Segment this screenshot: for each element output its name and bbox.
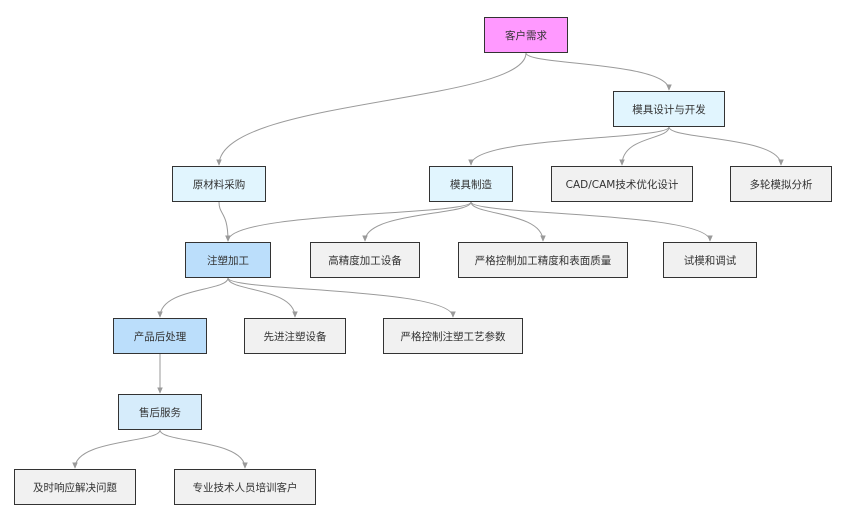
edge-mold_design-to-multi_round_sim bbox=[668, 126, 784, 166]
edge-mold_making-to-trial_mold bbox=[470, 201, 713, 242]
edge-mold_making-to-strict_precision bbox=[470, 201, 546, 242]
node-cad-cam[interactable]: CAD/CAM技术优化设计 bbox=[551, 166, 693, 202]
edge-mold_design-to-mold_making bbox=[468, 126, 670, 166]
edge-injection-to-advanced_injection_equip bbox=[227, 277, 298, 318]
node-hi-precision-equip[interactable]: 高精度加工设备 bbox=[310, 242, 420, 278]
edge-after_sales-to-timely_response bbox=[72, 429, 161, 469]
node-customer-demand[interactable]: 客户需求 bbox=[484, 17, 568, 53]
node-post-processing[interactable]: 产品后处理 bbox=[113, 318, 207, 354]
node-training[interactable]: 专业技术人员培训客户 bbox=[174, 469, 316, 505]
node-trial-mold[interactable]: 试模和调试 bbox=[663, 242, 757, 278]
edge-after_sales-to-training bbox=[159, 429, 248, 469]
node-multi-round-sim[interactable]: 多轮模拟分析 bbox=[730, 166, 832, 202]
node-raw-material[interactable]: 原材料采购 bbox=[172, 166, 266, 202]
edge-injection-to-strict_injection_params bbox=[227, 277, 456, 318]
edge-mold_design-to-cad_cam bbox=[619, 126, 670, 166]
node-strict-injection-params[interactable]: 严格控制注塑工艺参数 bbox=[383, 318, 523, 354]
node-injection[interactable]: 注塑加工 bbox=[185, 242, 271, 278]
node-advanced-injection-equip[interactable]: 先进注塑设备 bbox=[244, 318, 346, 354]
node-strict-precision[interactable]: 严格控制加工精度和表面质量 bbox=[458, 242, 628, 278]
edge-customer_demand-to-raw_material bbox=[216, 52, 527, 166]
edge-mold_making-to-hi_precision_equip bbox=[362, 201, 472, 242]
node-mold-design[interactable]: 模具设计与开发 bbox=[613, 91, 725, 127]
node-timely-response[interactable]: 及时响应解决问题 bbox=[14, 469, 136, 505]
edge-customer_demand-to-mold_design bbox=[525, 52, 672, 91]
edge-raw_material-to-injection bbox=[218, 201, 231, 242]
node-mold-making[interactable]: 模具制造 bbox=[429, 166, 513, 202]
edge-injection-to-post_processing bbox=[157, 277, 229, 318]
edge-mold_making-to-injection bbox=[225, 201, 472, 242]
node-after-sales[interactable]: 售后服务 bbox=[118, 394, 202, 430]
